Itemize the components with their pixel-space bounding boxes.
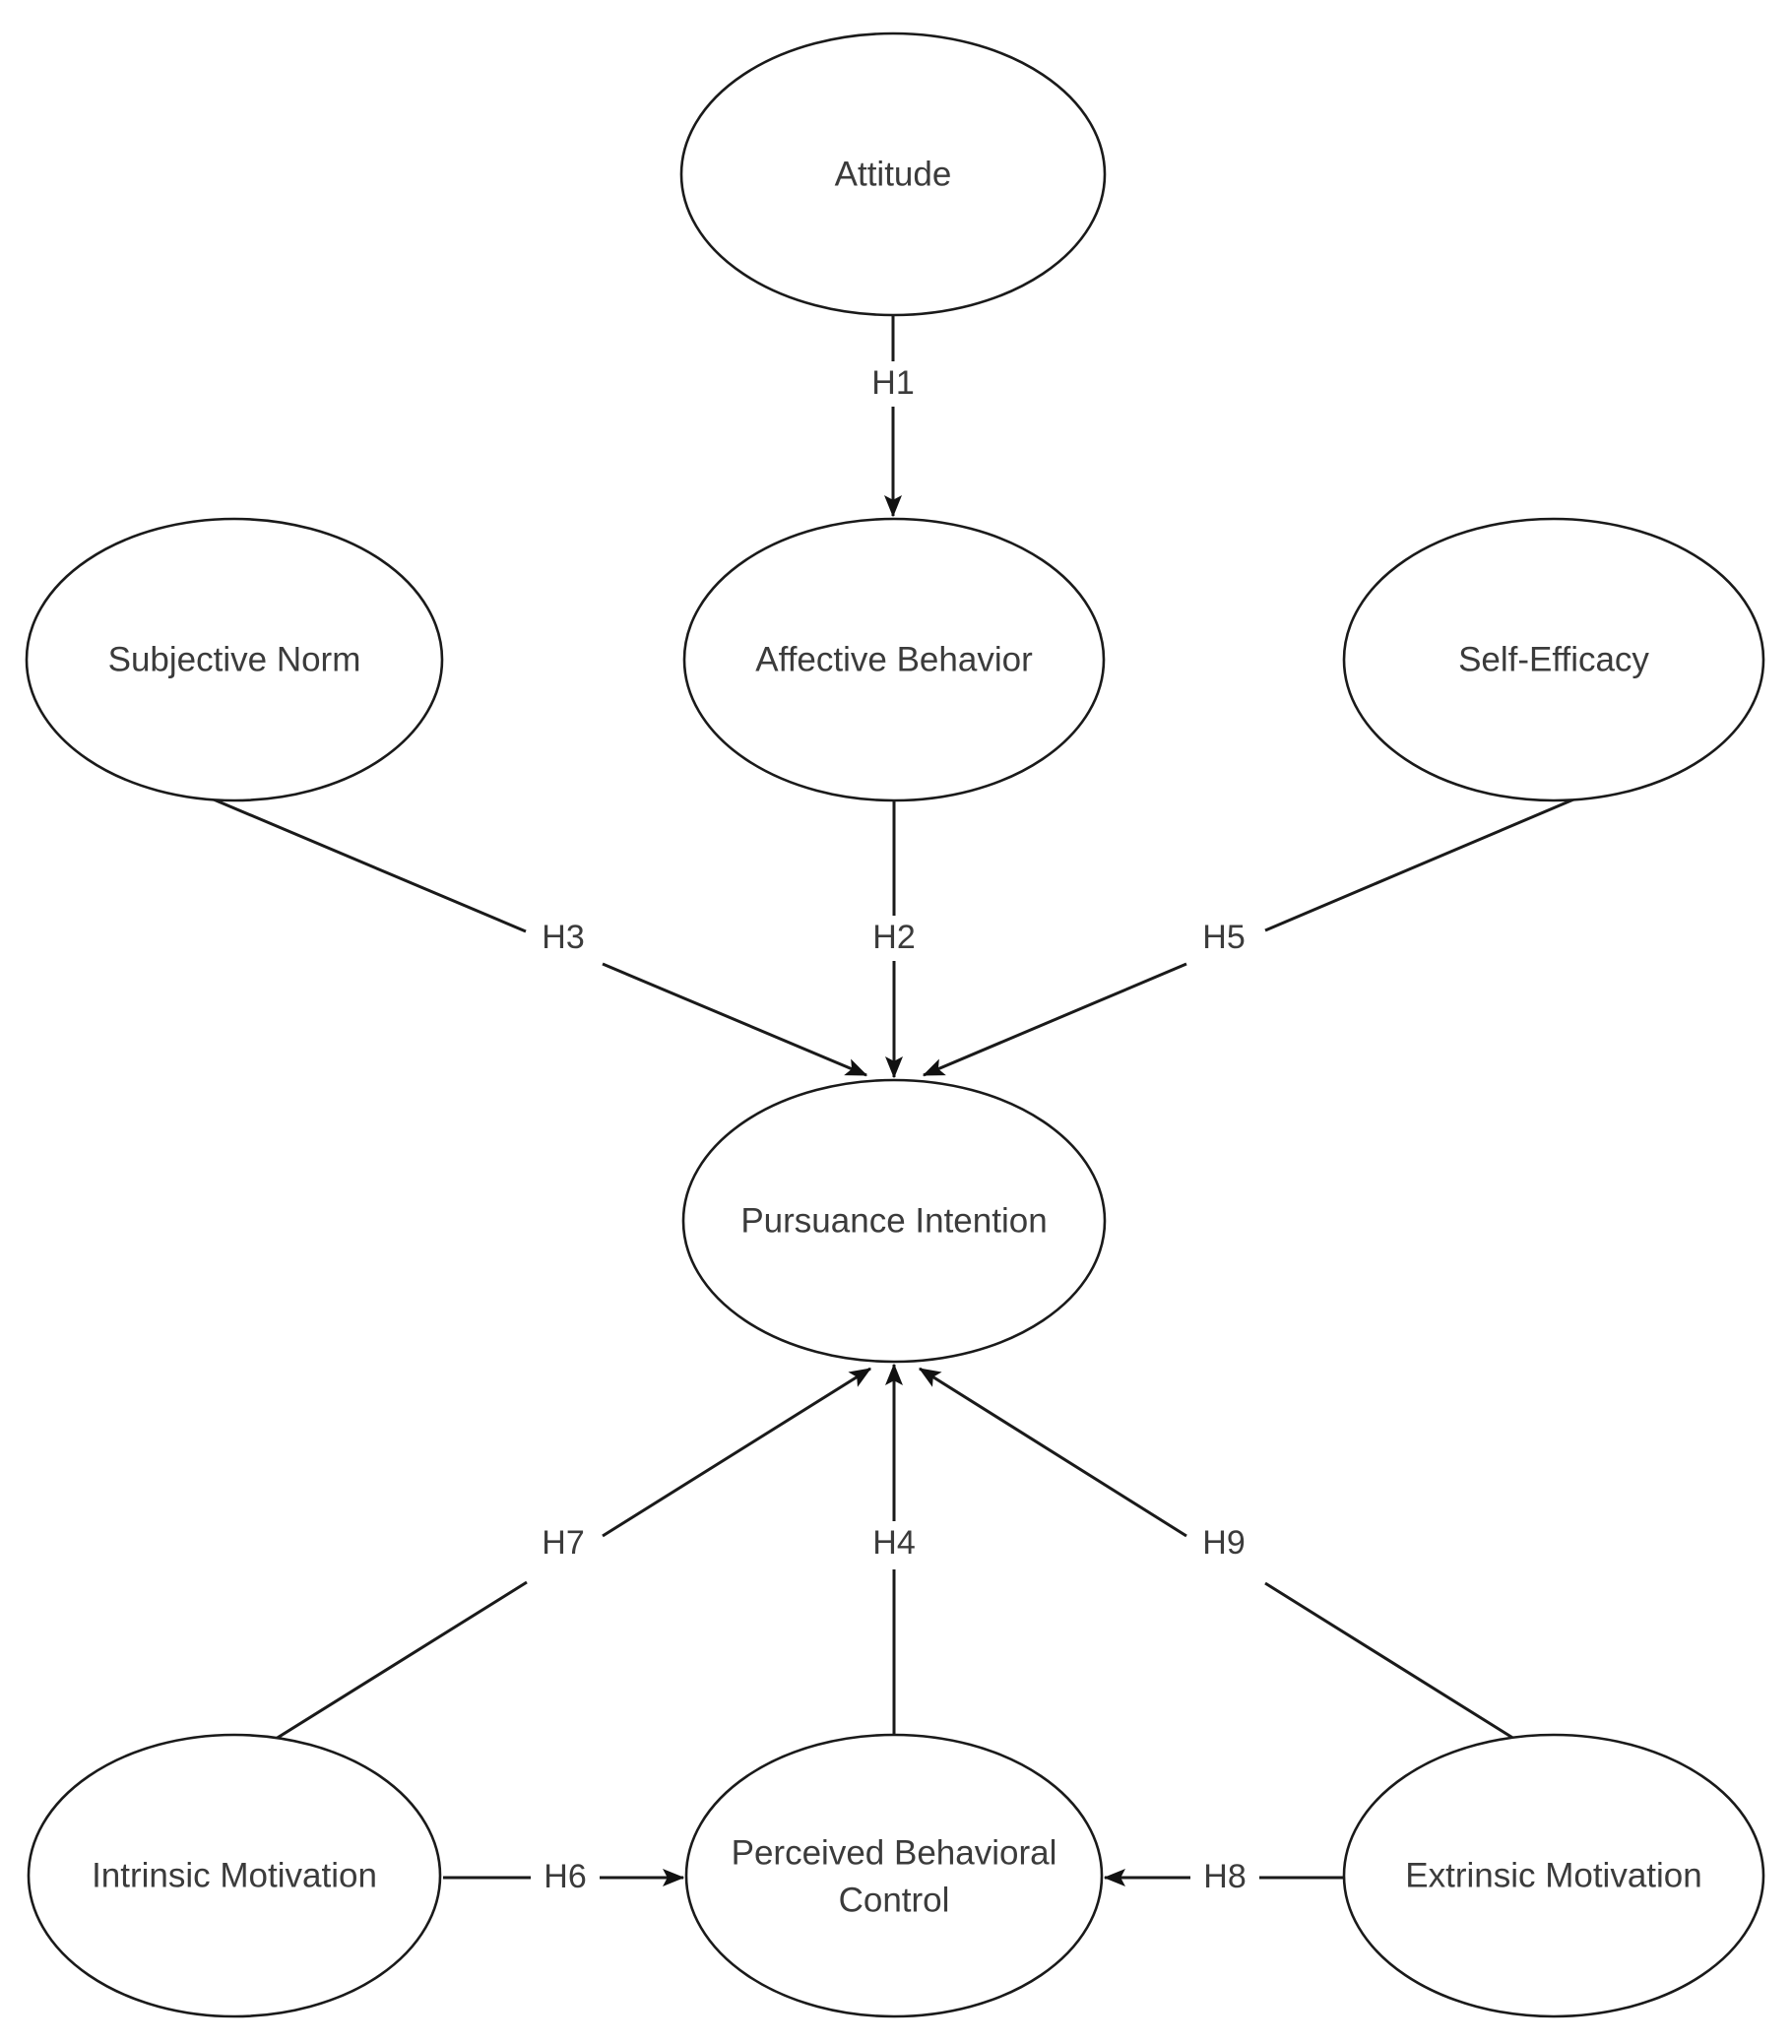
node-extrinsic-motivation[interactable]: Extrinsic Motivation <box>1342 1733 1765 2018</box>
edge-h3-segment-upper <box>168 779 527 933</box>
node-attitude-label: Attitude <box>835 155 952 193</box>
edge-h4-label: H4 <box>872 1524 915 1562</box>
node-extrinsic-motivation-shape <box>1342 1733 1765 2018</box>
node-intrinsic-motivation-label: Intrinsic Motivation <box>92 1856 377 1894</box>
edges-layer: H1 H2 H3 H5 <box>168 315 1626 1900</box>
edge-h1-label-bg <box>858 361 928 407</box>
node-attitude-shape <box>679 32 1107 317</box>
node-extrinsic-motivation-label: Extrinsic Motivation <box>1405 1856 1701 1894</box>
node-pursuance-intention-shape <box>681 1078 1107 1364</box>
edge-h4[interactable]: H4 <box>859 1363 929 1735</box>
edge-h1[interactable]: H1 <box>858 315 928 518</box>
node-pursuance-intention[interactable]: Pursuance Intention <box>681 1078 1107 1364</box>
edge-h5-segment-lower <box>922 962 1187 1077</box>
edge-h5-label: H5 <box>1202 919 1245 956</box>
edge-h6[interactable]: H6 <box>443 1855 685 1900</box>
node-attitude[interactable]: Attitude <box>679 32 1107 317</box>
node-affective-behavior-shape <box>682 517 1106 802</box>
edge-h3-label: H3 <box>542 919 584 956</box>
node-perceived-behavioral-control[interactable]: Perceived Behavioral Control <box>684 1733 1104 2018</box>
edge-h7-label: H7 <box>542 1524 584 1562</box>
edge-h3-label-bg <box>528 916 599 961</box>
edge-h4-label-bg <box>859 1521 929 1566</box>
edge-h2[interactable]: H2 <box>859 800 929 1079</box>
edge-h9-segment-upper <box>918 1367 1187 1538</box>
edge-h3-segment-lower <box>602 962 868 1077</box>
edge-h6-label: H6 <box>544 1858 586 1895</box>
node-affective-behavior[interactable]: Affective Behavior <box>682 517 1106 802</box>
edge-h5[interactable]: H5 <box>922 776 1626 1077</box>
node-intrinsic-motivation[interactable]: Intrinsic Motivation <box>27 1733 442 2018</box>
node-self-efficacy[interactable]: Self-Efficacy <box>1342 517 1765 802</box>
node-perceived-behavioral-control-label-line1: Perceived Behavioral <box>732 1833 1057 1872</box>
edge-h2-label-bg <box>859 916 929 961</box>
edge-h9-label: H9 <box>1202 1524 1245 1562</box>
node-perceived-behavioral-control-shape <box>684 1733 1104 2018</box>
edge-h7-label-bg <box>528 1521 599 1566</box>
edge-h8[interactable]: H8 <box>1103 1855 1345 1900</box>
edge-h2-label: H2 <box>872 919 915 956</box>
edge-h9-label-bg <box>1188 1521 1259 1566</box>
node-perceived-behavioral-control-label-line2: Control <box>839 1881 950 1919</box>
edge-h7-segment-lower <box>243 1580 528 1760</box>
edge-h9-segment-lower <box>1264 1581 1547 1760</box>
node-pursuance-intention-label: Pursuance Intention <box>740 1201 1047 1240</box>
node-self-efficacy-label: Self-Efficacy <box>1458 640 1649 678</box>
node-subjective-norm-shape <box>25 517 444 802</box>
edge-h1-label: H1 <box>871 364 914 402</box>
edge-h5-label-bg <box>1188 916 1259 961</box>
node-affective-behavior-label: Affective Behavior <box>755 640 1033 678</box>
node-intrinsic-motivation-shape <box>27 1733 442 2018</box>
node-subjective-norm-label: Subjective Norm <box>108 640 361 678</box>
nodes-layer: Attitude Subjective Norm Affective Behav… <box>25 32 1765 2018</box>
edge-h5-segment-upper <box>1264 776 1626 932</box>
edge-h8-label: H8 <box>1203 1858 1246 1895</box>
edge-h7-segment-upper <box>602 1367 872 1538</box>
edge-h3[interactable]: H3 <box>168 779 868 1077</box>
edge-h6-label-bg <box>531 1855 600 1900</box>
edge-h8-label-bg <box>1190 1855 1259 1900</box>
node-subjective-norm[interactable]: Subjective Norm <box>25 517 444 802</box>
edge-h9[interactable]: H9 <box>918 1367 1547 1760</box>
edge-h7[interactable]: H7 <box>243 1367 872 1760</box>
node-self-efficacy-shape <box>1342 517 1765 802</box>
